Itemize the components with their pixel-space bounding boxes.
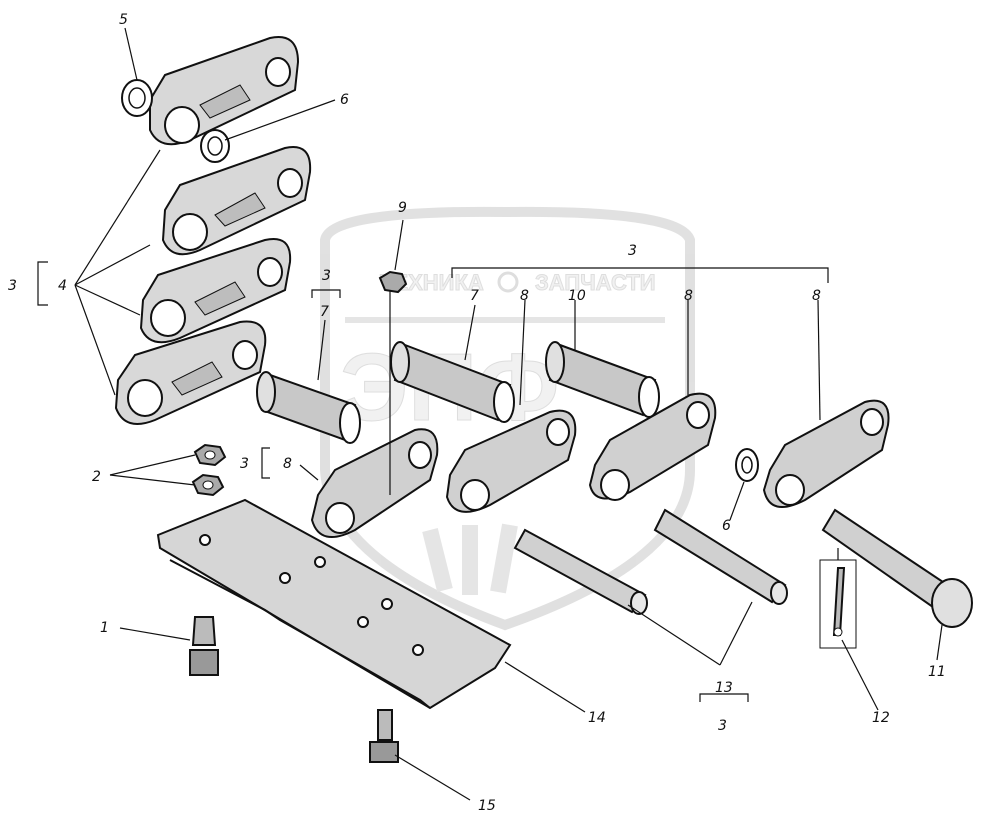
watermark-brand-right: ЗАПЧАСТИ bbox=[535, 270, 656, 295]
callout-8-c: 8 bbox=[812, 288, 821, 304]
nut-2-b bbox=[191, 473, 225, 497]
link-plate-3 bbox=[139, 238, 292, 344]
callout-labels: 5 6 3 4 2 1 3 7 3 8 9 3 7 8 10 8 8 6 13 … bbox=[8, 12, 946, 814]
callout-5: 5 bbox=[119, 12, 128, 28]
callout-7-left: 7 bbox=[320, 304, 329, 320]
nut-2-a bbox=[193, 443, 227, 467]
bushing-7-left bbox=[256, 371, 361, 444]
callout-6-top: 6 bbox=[340, 92, 349, 108]
nut-9 bbox=[378, 270, 408, 294]
pin-13-a bbox=[513, 528, 648, 615]
link-8-d bbox=[762, 399, 890, 509]
bolt-15 bbox=[369, 709, 399, 763]
link-8-a bbox=[310, 428, 439, 539]
pin-13-b bbox=[653, 508, 788, 605]
cotter-pin-12 bbox=[819, 559, 857, 649]
callout-3-bracket8: 3 bbox=[240, 456, 249, 472]
link-8-b bbox=[445, 409, 577, 513]
link-plate-4 bbox=[114, 320, 267, 425]
callout-8-b: 8 bbox=[684, 288, 693, 304]
callout-1: 1 bbox=[100, 620, 109, 636]
callout-15: 15 bbox=[478, 798, 496, 814]
callout-10: 10 bbox=[568, 288, 586, 304]
callout-8-a: 8 bbox=[520, 288, 529, 304]
link-8-c bbox=[588, 392, 717, 501]
callout-6-right: 6 bbox=[722, 518, 731, 534]
callout-3-top: 3 bbox=[628, 243, 637, 259]
pin-11 bbox=[821, 508, 973, 628]
callout-12: 12 bbox=[872, 710, 890, 726]
callout-14: 14 bbox=[588, 710, 606, 726]
callout-11: 11 bbox=[928, 664, 946, 680]
callout-13: 13 bbox=[715, 680, 733, 696]
callout-3-left: 3 bbox=[8, 278, 17, 294]
link-plate-top bbox=[149, 36, 300, 146]
callout-2: 2 bbox=[92, 469, 101, 485]
bushing-10 bbox=[545, 341, 660, 418]
brackets bbox=[37, 261, 829, 702]
callout-3-bush: 3 bbox=[322, 268, 331, 284]
callout-8-bracket: 8 bbox=[283, 456, 292, 472]
callout-4: 4 bbox=[58, 278, 67, 294]
bolt-1 bbox=[189, 616, 219, 676]
callout-9: 9 bbox=[398, 200, 407, 216]
leader-lines bbox=[74, 27, 943, 801]
gear-icon bbox=[497, 271, 519, 293]
track-shoe-14 bbox=[156, 498, 512, 710]
bushing-7-mid bbox=[390, 341, 515, 423]
callout-3-bottom: 3 bbox=[718, 718, 727, 734]
callout-7-mid: 7 bbox=[470, 288, 479, 304]
link-plate-2 bbox=[161, 146, 312, 256]
